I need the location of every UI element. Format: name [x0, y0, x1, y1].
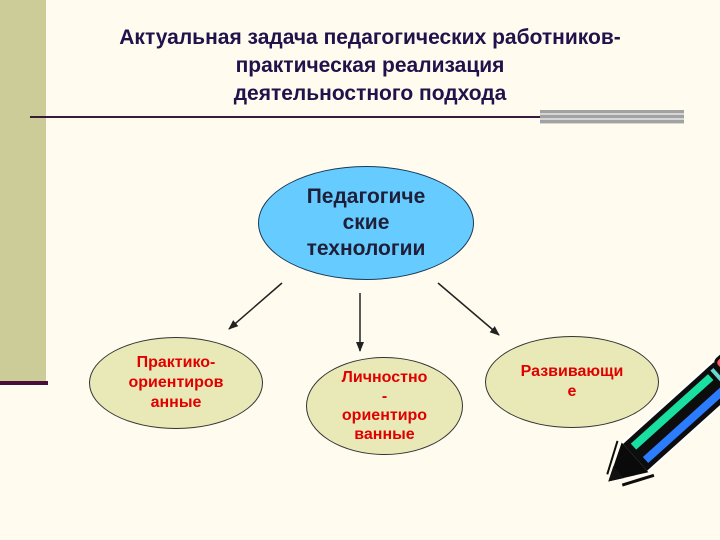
center-node-line-3: технологии [306, 237, 426, 260]
center-node-line-2: ские [342, 211, 390, 234]
child-node-2-line-1: Личностно [341, 369, 428, 386]
title-rule-block [540, 110, 684, 124]
title-rule [30, 116, 540, 118]
child-node-2-line-4: ванные [354, 426, 415, 443]
child-node-1-line-1: Практико- [136, 354, 216, 371]
child-node-1-line-2: ориентиров [128, 374, 224, 391]
child-node-2-line-3: ориентиро [341, 407, 428, 424]
child-node-3-line-2: е [567, 383, 577, 400]
child-node-developing: Развивающи е [485, 336, 659, 428]
center-node-line-1: Педагогиче [306, 185, 426, 208]
title-line-3: деятельностного подхода [233, 82, 507, 105]
left-band-underline [0, 381, 48, 385]
center-node-pedagogical-technologies: Педагогиче ские технологии [258, 166, 474, 280]
arrow-to-left-node [228, 282, 283, 330]
title-line-2: практическая реализация [235, 54, 505, 77]
pencil-icon [606, 350, 720, 487]
child-node-1-line-3: анные [150, 394, 202, 411]
left-decorative-band [0, 0, 46, 385]
arrow-to-right-node [437, 282, 500, 336]
slide-title: Актуальная задача педагогических работни… [60, 24, 680, 108]
child-node-practice-oriented: Практико- ориентиров анные [89, 337, 263, 429]
child-node-person-oriented: Личностно - ориентиро ванные [306, 357, 463, 455]
child-node-2-line-2: - [381, 388, 388, 405]
title-line-1: Актуальная задача педагогических работни… [119, 26, 621, 49]
child-node-3-line-1: Развивающи [520, 363, 624, 380]
